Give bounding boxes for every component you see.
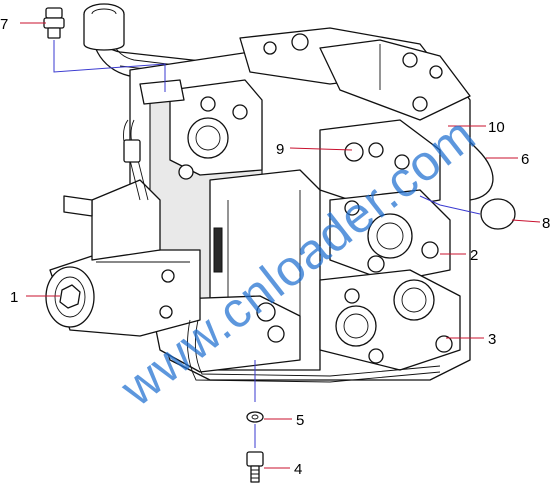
pipes (123, 79, 441, 383)
callout-5: 5 (296, 412, 304, 429)
washer-5 (246, 411, 264, 423)
callout-3: 3 (488, 331, 496, 348)
plug-8 (480, 198, 516, 230)
callout-10: 10 (488, 119, 505, 136)
callout-2: 2 (470, 247, 478, 264)
callout-9: 9 (276, 141, 284, 158)
fitting-7 (43, 7, 65, 39)
callout-7: 7 (0, 16, 8, 33)
callout-6: 6 (521, 151, 529, 168)
valve-body (129, 27, 471, 381)
callout-4: 4 (294, 461, 302, 478)
lever-housing (45, 179, 201, 337)
callout-labels: 7 1 2 3 4 5 6 8 9 10 (0, 16, 550, 478)
callout-leaders (20, 22, 541, 469)
blue-leaders (53, 40, 481, 448)
bolt-4 (246, 451, 264, 483)
callout-8: 8 (542, 215, 550, 232)
callout-1: 1 (10, 289, 18, 306)
